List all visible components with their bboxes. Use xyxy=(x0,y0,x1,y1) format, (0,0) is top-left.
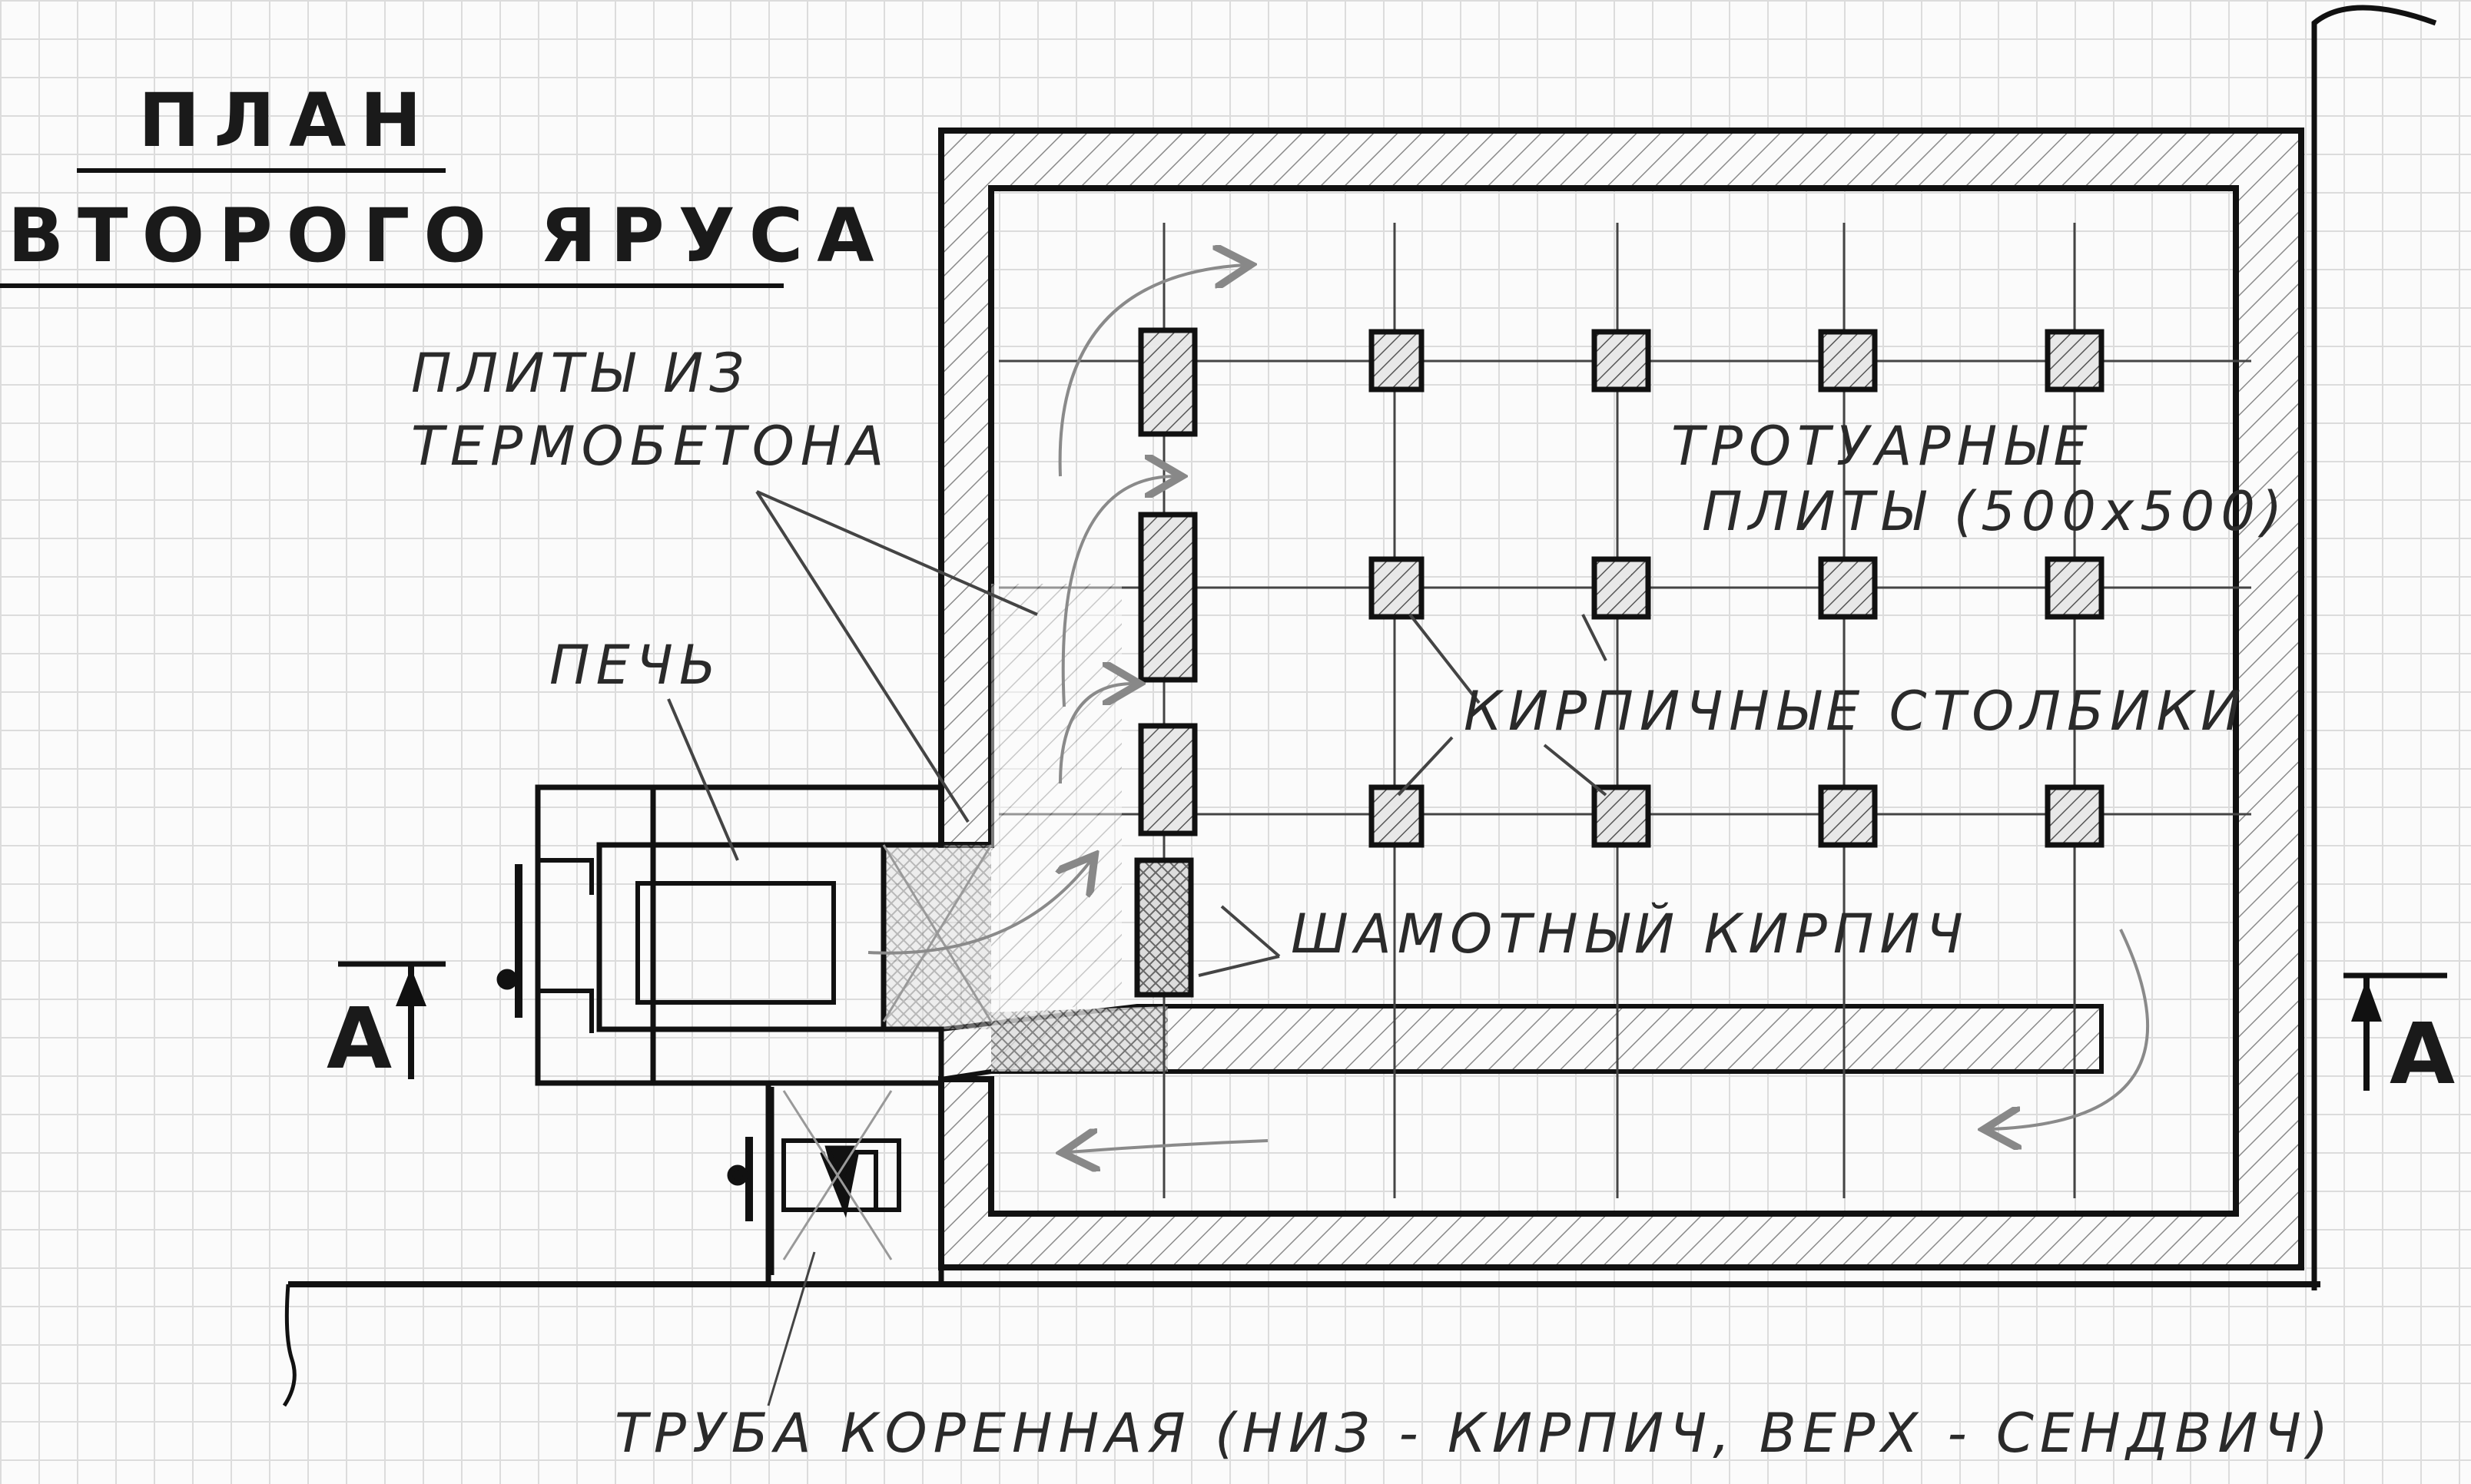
airflow-arrow xyxy=(1061,476,1176,707)
outer-walls xyxy=(282,5,2437,1407)
brick-column xyxy=(1591,329,1651,393)
label-stove: ПЕЧЬ xyxy=(549,634,722,697)
brick-column xyxy=(2045,784,2104,848)
label-brick-columns: КИРПИЧНЫЕ СТОЛБИКИ xyxy=(1464,680,2247,743)
partition-wall xyxy=(939,1004,2104,1082)
brick-columns xyxy=(1134,327,2104,998)
chimney-base xyxy=(727,844,993,1287)
airflow-arrow xyxy=(1068,1141,1269,1152)
brick-column xyxy=(1368,329,1425,393)
airflow-arrow xyxy=(867,860,1091,955)
section-mark-left: А xyxy=(327,961,446,1088)
brick-column xyxy=(1138,327,1198,437)
stove xyxy=(496,784,944,1086)
brick-column xyxy=(1591,556,1651,620)
brick-column xyxy=(1818,784,1878,848)
title-block: ПЛАН ВТОРОГО ЯРУСА xyxy=(0,78,887,288)
section-label-left: А xyxy=(327,989,392,1088)
section-label-right: А xyxy=(2390,1005,2455,1103)
airflow-arrows xyxy=(867,265,2149,1152)
label-slabs-line-2: ТЕРМОБЕТОНА xyxy=(411,415,890,478)
airflow-arrow xyxy=(1990,929,2149,1129)
brick-column xyxy=(1818,556,1878,620)
title-line-2: ВТОРОГО ЯРУСА xyxy=(8,193,887,279)
section-mark-right: А xyxy=(2343,972,2455,1103)
brick-column xyxy=(1138,723,1198,836)
airflow-arrow xyxy=(1058,265,1245,477)
label-chimney: ТРУБА КОРЕННАЯ (НИЗ - КИРПИЧ, ВЕРХ - СЕН… xyxy=(615,1402,2334,1465)
label-paving-line-1: ТРОТУАРНЫЕ xyxy=(1671,415,2094,478)
brick-column xyxy=(1368,784,1425,848)
brick-column xyxy=(2045,329,2104,393)
leader-lines xyxy=(667,490,1607,1406)
brick-column xyxy=(1591,784,1651,848)
brick-column xyxy=(1818,329,1878,393)
firebrick-column xyxy=(1134,857,1194,998)
label-paving-line-2: ПЛИТЫ (500x500) xyxy=(1702,480,2288,543)
brick-column xyxy=(1368,556,1425,620)
label-slabs-line-1: ПЛИТЫ ИЗ xyxy=(411,342,750,405)
title-line-1: ПЛАН xyxy=(138,78,436,164)
annotations: ПЛИТЫ ИЗ ТЕРМОБЕТОНА ПЕЧЬ ТРОТУАРНЫЕ ПЛИ… xyxy=(411,342,2334,1465)
label-firebrick: ШАМОТНЫЙ КИРПИЧ xyxy=(1291,903,1969,966)
airflow-arrow xyxy=(1059,684,1133,784)
brick-column xyxy=(1138,512,1198,683)
brick-column xyxy=(2045,556,2104,620)
